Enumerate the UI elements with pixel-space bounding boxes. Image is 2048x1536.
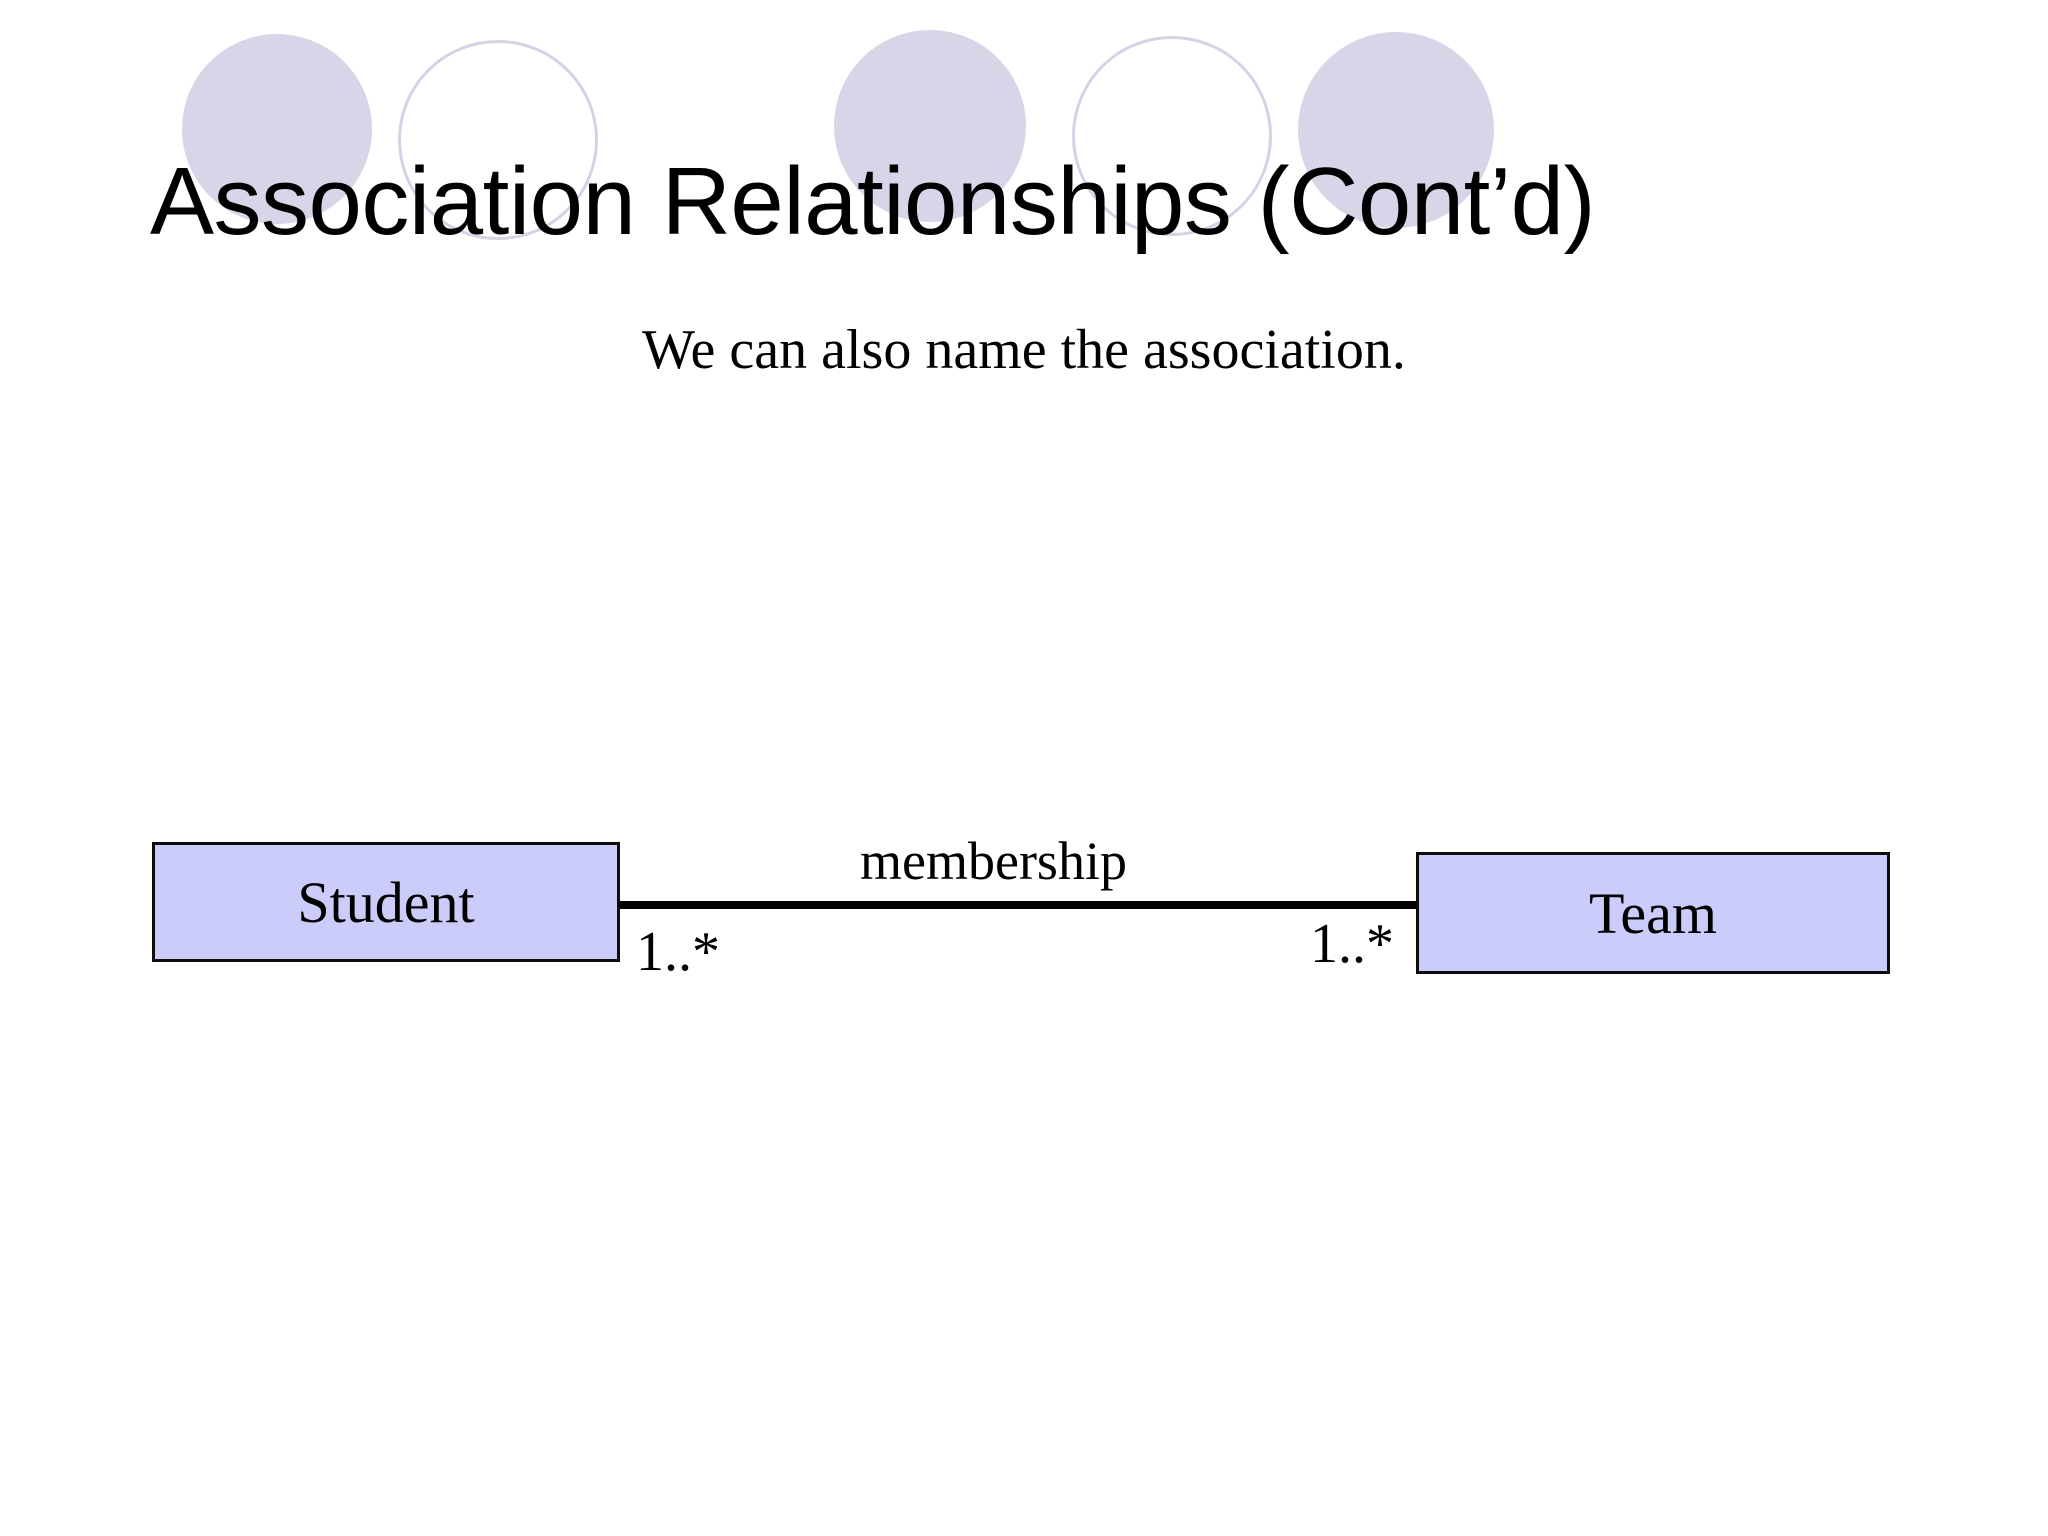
multiplicity-label-target: 1..* [1310,913,1394,975]
uml-class-name-student: Student [297,869,475,935]
uml-class-box-team[interactable]: Team [1416,852,1890,974]
association-name-label: membership [860,831,1127,891]
slide-subtitle-text: We can also name the association. [642,319,1406,381]
uml-class-box-student[interactable]: Student [152,842,620,962]
association-connector-line [618,901,1418,909]
multiplicity-label-source: 1..* [636,921,720,983]
page-title: Association Relationships (Cont’d) [150,148,1596,256]
uml-class-name-team: Team [1589,880,1717,946]
